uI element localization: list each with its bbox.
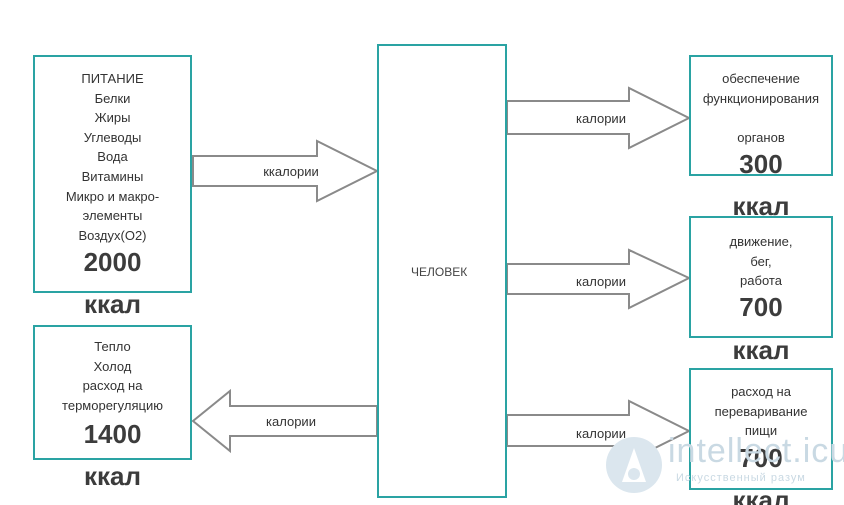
thermo-line: Тепло [94,339,131,354]
arrow-label-center-to-digestion: калории [576,426,626,441]
organs-box-lines: обеспечение функционирования органов [691,69,831,147]
food-value: 2000 [83,247,142,277]
digestion-box-lines: расход на переваривание пищи [691,382,831,441]
digestion-unit: ккал [732,486,790,505]
movement-box: движение, бег, работа [689,216,833,338]
food-box-lines: ПИТАНИЕ Белки Жиры Углеводы Вода Витамин… [35,69,190,245]
digestion-line: переваривание [714,403,808,419]
arrow-label-center-to-organs: калории [576,111,626,126]
digestion-value: 700 [739,443,783,473]
arrow-food-to-center [192,139,380,203]
thermo-line: терморегуляцию [62,397,163,413]
food-unit: ккал [83,289,141,319]
arrow-label-center-to-thermo: калории [266,414,316,429]
watermark-subtext: Искусственный разум [676,472,806,484]
food-line: Жиры [94,110,131,126]
organs-unit: ккал [732,191,790,221]
thermo-value: 1400 [83,419,142,449]
arrow-center-to-movement [506,248,692,310]
arrow-label-food-to-center: ккалории [263,164,319,179]
movement-line: работа [740,273,782,289]
food-line: ПИТАНИЕ [81,71,144,86]
watermark-text: intellect.icu [668,432,844,470]
organs-line [691,108,831,128]
food-line: элементы [82,208,143,224]
human-label: ЧЕЛОВЕК [411,265,468,279]
digestion-box: расход на переваривание пищи [689,368,833,490]
food-line: Вода [97,149,128,165]
movement-unit: ккал [732,335,790,365]
human-box [377,44,507,498]
food-box: ПИТАНИЕ Белки Жиры Углеводы Вода Витамин… [33,55,192,293]
food-line: Витамины [81,168,144,184]
movement-box-lines: движение, бег, работа [691,232,831,291]
digestion-line: пищи [744,423,778,439]
movement-line: движение, [729,234,793,249]
thermo-unit: ккал [83,461,141,491]
food-line: Воздух(О2) [78,227,147,243]
digestion-line: расход на [731,384,791,399]
movement-value: 700 [739,292,783,322]
thermo-line: Холод [93,358,132,374]
organs-line: обеспечение [722,71,800,86]
food-line: Белки [94,90,131,106]
arrow-center-to-thermo [191,388,378,454]
arrow-center-to-organs [506,86,692,150]
organs-box: обеспечение функционирования органов [689,55,833,176]
thermo-box: Тепло Холод расход на терморегуляцию [33,325,192,460]
organs-line: функционирования [702,90,820,106]
food-line: Углеводы [83,129,142,145]
food-line: Микро и макро- [65,188,160,204]
arrow-label-center-to-movement: калории [576,274,626,289]
thermo-box-lines: Тепло Холод расход на терморегуляцию [35,337,190,415]
organs-value: 300 [739,149,783,179]
intellect-icu-logo-icon [606,437,662,493]
thermo-line: расход на [82,378,143,394]
movement-line: бег, [750,253,772,269]
organs-line: органов [737,129,785,145]
